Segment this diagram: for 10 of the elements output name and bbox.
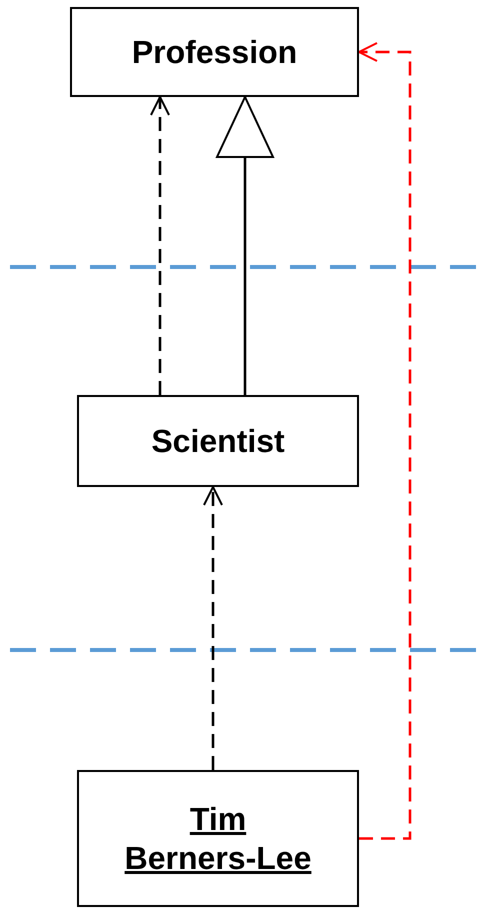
object-name: Tim Berners-Lee bbox=[124, 800, 312, 877]
dependency-arrow bbox=[358, 42, 412, 840]
dependency-arrow bbox=[150, 96, 170, 395]
dependency-arrow bbox=[203, 486, 223, 770]
class-box bbox=[77, 395, 359, 487]
generalization-arrow bbox=[216, 96, 274, 395]
class-box bbox=[77, 770, 359, 907]
class-name: Scientist bbox=[151, 422, 285, 460]
class-name: Profession bbox=[132, 32, 298, 72]
class-box bbox=[70, 7, 359, 97]
